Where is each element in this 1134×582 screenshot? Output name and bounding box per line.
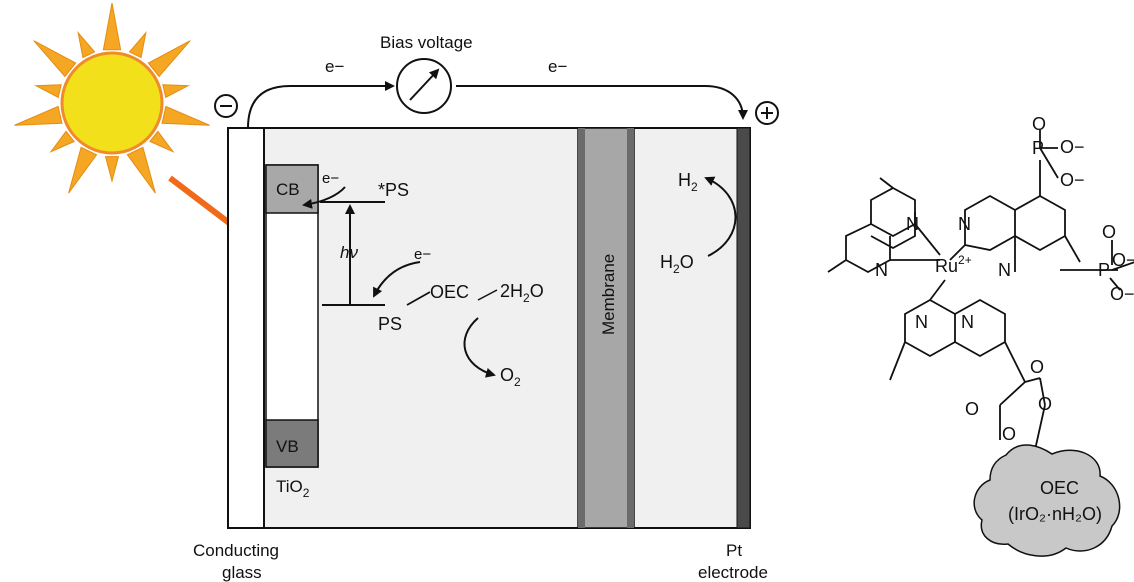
external-wire-2	[456, 85, 748, 120]
membrane-edge-right	[627, 128, 634, 528]
h2o-to-h2-arrow	[704, 176, 737, 257]
oec-label: OEC	[430, 282, 469, 302]
structure-ru: Ru2+	[935, 253, 972, 276]
membrane-label: Membrane	[599, 254, 618, 335]
structure-o-minus-1: O−	[1060, 137, 1085, 157]
sun-ray	[102, 2, 122, 51]
conducting-glass	[227, 127, 265, 529]
vb-label: VB	[276, 437, 299, 456]
membrane-edge-left	[578, 128, 585, 528]
ps-label: PS	[378, 314, 402, 334]
hv-label: hν	[340, 243, 358, 262]
sun-ray	[34, 84, 62, 99]
bias-meter-needle	[409, 68, 440, 101]
membrane	[577, 127, 635, 529]
oec-to-ps-arrow	[373, 261, 421, 298]
sun-ray	[33, 40, 77, 78]
structure-o-minus-4: O−	[1110, 284, 1134, 304]
sun-ray	[77, 30, 96, 59]
sun-ray	[149, 130, 175, 153]
structure-o-4: O	[965, 399, 979, 419]
sun-icon	[14, 2, 210, 194]
structure-o-1: O	[1032, 114, 1046, 134]
ps-oec-bond	[406, 291, 431, 306]
structure-p-1: P	[1032, 138, 1044, 158]
sun-ray	[68, 146, 98, 194]
structure-n-4: N	[998, 260, 1011, 280]
water-label: 2H2O	[500, 281, 544, 305]
conducting-glass-label-2: glass	[222, 563, 262, 582]
injection-electron-label: e−	[322, 170, 339, 187]
structure-n-2: N	[875, 260, 888, 280]
h2o-label: H2O	[660, 252, 694, 276]
sun-ray	[162, 84, 190, 99]
vb-band	[265, 419, 319, 468]
sun-ray	[126, 146, 156, 194]
structure-o-minus-2: O−	[1060, 170, 1085, 190]
oec-water-bond	[477, 289, 498, 301]
bias-voltage-label: Bias voltage	[380, 33, 473, 52]
sun-ray	[104, 156, 120, 183]
tio2-label: TiO2	[276, 477, 310, 500]
sun-ray	[147, 40, 191, 78]
tio2-layer	[265, 164, 319, 468]
structure-n-6: N	[961, 312, 974, 332]
structure-n-3: N	[958, 214, 971, 234]
structure-o-5: O	[1038, 394, 1052, 414]
external-wire	[247, 81, 395, 129]
cb-label: CB	[276, 180, 300, 199]
structure-o-minus-3: O−	[1112, 250, 1134, 270]
ru-complex-structure	[827, 130, 1134, 451]
oec-cluster-line2: (IrO₂·nH₂O)	[1008, 504, 1102, 524]
conducting-glass-label-1: Conducting	[193, 541, 279, 560]
oec-cluster-shape	[973, 444, 1121, 557]
o2-label: O2	[500, 365, 521, 389]
sun-ray	[161, 105, 210, 126]
sun-ray	[128, 30, 147, 59]
ps-excited-label: *PS	[378, 180, 409, 200]
pt-electrode-label-2: electrode	[698, 563, 768, 582]
structure-o-2: O	[1102, 222, 1116, 242]
water-to-o2-arrow	[463, 317, 496, 378]
electron-label-right: e−	[548, 57, 567, 76]
structure-o-6: O	[1002, 424, 1016, 444]
injection-arrow	[302, 186, 346, 209]
sun-ray	[49, 130, 75, 153]
pt-electrode-label-1: Pt	[726, 541, 742, 560]
structure-p-2: P	[1098, 260, 1110, 280]
structure-n-5: N	[915, 312, 928, 332]
structure-o-3: O	[1030, 357, 1044, 377]
sun-ray	[14, 105, 63, 126]
structure-n-1: N	[906, 214, 919, 234]
oec-cluster-line1: OEC	[1040, 478, 1079, 498]
pt-electrode	[736, 127, 751, 529]
oec-electron-label: e−	[414, 246, 431, 263]
electron-label-left: e−	[325, 57, 344, 76]
h2-label: H2	[678, 170, 698, 194]
